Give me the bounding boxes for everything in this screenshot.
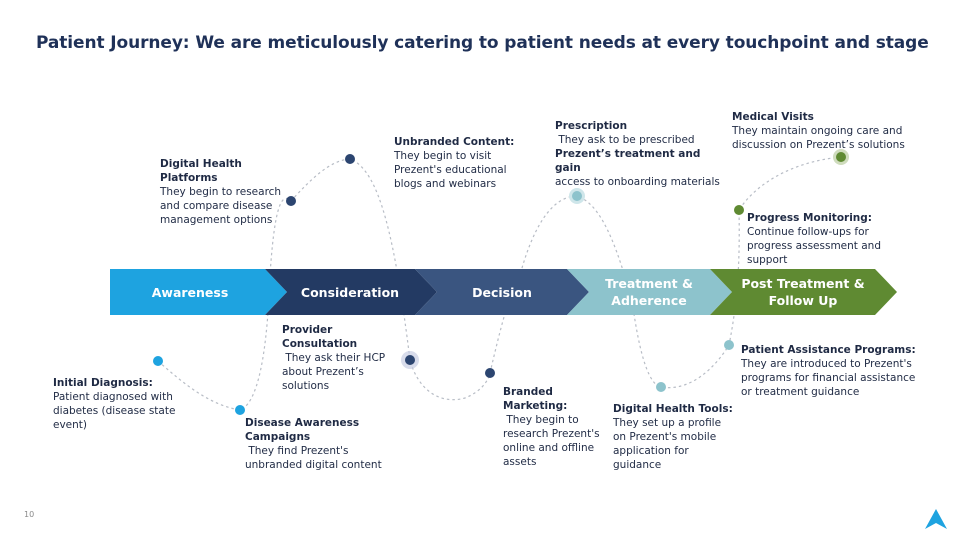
note-body: They begin to visit Prezent's educationa… [394,150,507,190]
note-heading: Digital Health Platforms [160,158,242,184]
note-digital-health-platforms: Digital Health Platforms They begin to r… [160,157,295,227]
dot-progress-monitoring [734,205,744,215]
dot-patient-assistance [724,340,734,350]
note-progress-monitoring: Progress Monitoring: Continue follow-ups… [747,211,897,267]
dot-digital-health-tools [656,382,666,392]
dot-initial-diagnosis [153,356,163,366]
stage-treatment-arrow [567,269,732,315]
note-disease-awareness: Disease Awareness Campaigns They find Pr… [245,416,395,472]
note-body: They are introduced to Prezent's program… [741,358,916,398]
note-body: Continue follow-ups for progress assessm… [747,226,881,266]
note-patient-assistance: Patient Assistance Programs: They are in… [741,343,921,399]
dot-digital-health-platforms [286,196,296,206]
stage-treatment-adherence: Treatment & Adherence [605,276,693,308]
note-heading: Digital Health Tools: [613,403,733,415]
note-body: Patient diagnosed with diabetes (disease… [53,391,176,431]
note-body: They begin to research and compare disea… [160,186,282,226]
note-heading: Patient Assistance Programs: [741,344,916,356]
page-title: Patient Journey: We are meticulously cat… [36,33,929,53]
note-body-end: access to onboarding materials [555,176,720,188]
note-body: They begin to research Prezent's online … [503,414,603,468]
note-heading: Prescription [555,120,628,132]
note-digital-health-tools: Digital Health Tools: They set up a prof… [613,402,733,472]
note-body: They find Prezent's unbranded digital co… [245,445,382,471]
note-medical-visits: Medical Visits They maintain ongoing car… [732,110,917,152]
page-number: 10 [24,510,35,519]
stage-decision: Decision [472,284,532,300]
dot-unbranded-content [345,154,355,164]
note-heading: Branded Marketing: [503,386,568,412]
dot-prescription [572,191,582,201]
note-body: They maintain ongoing care and discussio… [732,125,905,151]
stage-consideration: Consideration [300,284,400,300]
note-initial-diagnosis: Initial Diagnosis: Patient diagnosed wit… [53,376,188,432]
note-heading: Progress Monitoring: [747,212,872,224]
stage-consideration-arrow [265,269,437,315]
stage-awareness: Awareness [151,284,229,300]
dot-branded-marketing [485,368,495,378]
note-body: They ask their HCP about Prezent’s solut… [282,352,389,392]
stage-followup-arrow [710,269,897,315]
note-heading: Medical Visits [732,111,814,123]
note-branded-marketing: Branded Marketing: They begin to researc… [503,385,608,469]
stage-decision-arrow [415,269,589,315]
dot-disease-awareness [235,405,245,415]
stage-awareness-arrow [110,269,287,315]
note-provider-consultation: Provider Consultation They ask their HCP… [282,323,407,393]
stage-post-treatment: Post Treatment & Follow Up [741,276,865,308]
note-body-bold: Prezent’s treatment and gain [555,148,701,174]
note-heading: Unbranded Content: [394,136,515,148]
note-body: They ask to be prescribed [555,134,695,146]
note-prescription: Prescription They ask to be prescribed P… [555,119,720,189]
note-heading: Disease Awareness Campaigns [245,417,360,443]
note-unbranded-content: Unbranded Content: They begin to visit P… [394,135,519,191]
dot-medical-visits [836,152,846,162]
note-heading: Provider Consultation [282,324,358,350]
note-heading: Initial Diagnosis: [53,377,153,389]
dot-provider-consultation [405,355,415,365]
note-body: They set up a profile on Prezent's mobil… [613,417,722,471]
brand-logo-icon [925,509,947,529]
